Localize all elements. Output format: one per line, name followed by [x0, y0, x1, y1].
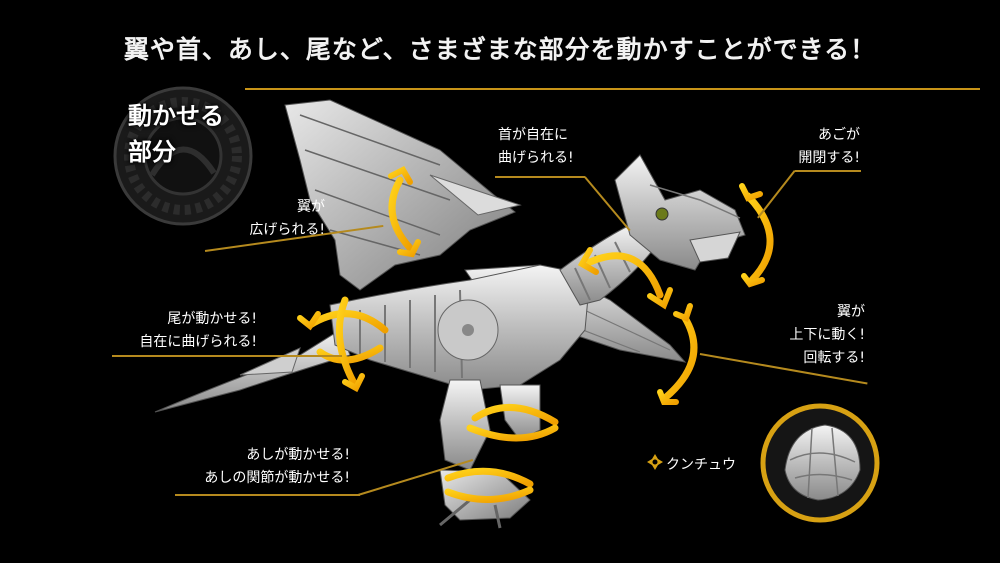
- label-wing-move-l1: 翼が: [837, 304, 865, 320]
- kunchu-label: クンチュウ: [666, 457, 736, 473]
- label-legs: あしが動かせる! あしの関節が動かせる!: [175, 444, 350, 490]
- headline-rule: [245, 88, 980, 90]
- kunchu-inset: [760, 403, 880, 523]
- arrow-wing-spread: [388, 166, 421, 258]
- emblem-text: 動かせる 部分: [128, 98, 248, 170]
- label-tail: 尾が動かせる! 自在に曲げられる!: [112, 308, 257, 354]
- rule-legs-base: [175, 494, 360, 496]
- arrow-legs: [444, 404, 559, 503]
- upper-wing: [284, 99, 522, 291]
- label-wing-move-l2: 上下に動く!: [789, 327, 865, 343]
- label-wings-spread-l1: 翼が: [297, 199, 325, 215]
- emblem-line2: 部分: [128, 138, 176, 166]
- label-neck-l1: 首が自在に: [498, 127, 568, 143]
- dragon-body: [329, 264, 591, 391]
- arrow-jaw: [739, 183, 774, 288]
- label-jaw-l1: あごが: [818, 127, 860, 143]
- headline: 翼や首、あし、尾など、さまざまな部分を動かすことができる！: [123, 35, 877, 64]
- rule-tail: [112, 355, 342, 357]
- label-jaw: あごが 開閉する!: [780, 124, 860, 170]
- dragon-legs: [439, 379, 541, 529]
- emblem-icon: [113, 86, 253, 226]
- label-tail-l2: 自在に曲げられる!: [139, 334, 257, 350]
- label-wings-spread-l2: 広げられる!: [249, 222, 325, 238]
- label-wings-spread: 翼が 広げられる!: [205, 196, 325, 242]
- tail: [154, 329, 351, 413]
- rule-jaw: [795, 170, 861, 172]
- arrow-tail: [297, 296, 389, 393]
- label-legs-l2: あしの関節が動かせる!: [204, 470, 350, 486]
- label-neck-l2: 曲げられる!: [498, 150, 574, 166]
- label-wing-move-l3: 回転する!: [803, 350, 865, 366]
- label-tail-l1: 尾が動かせる!: [167, 311, 257, 327]
- shuriken-icon: [647, 454, 663, 470]
- rule-neck: [495, 176, 585, 178]
- label-legs-l1: あしが動かせる!: [246, 447, 350, 463]
- label-jaw-l2: 開閉する!: [798, 150, 860, 166]
- label-wing-move: 翼が 上下に動く! 回転する!: [760, 301, 865, 370]
- arrow-wing-move: [657, 303, 698, 405]
- dragon-head: [614, 154, 746, 271]
- arrow-neck: [577, 247, 673, 310]
- label-neck: 首が自在に 曲げられる!: [498, 124, 574, 170]
- emblem-line1: 動かせる: [128, 102, 224, 130]
